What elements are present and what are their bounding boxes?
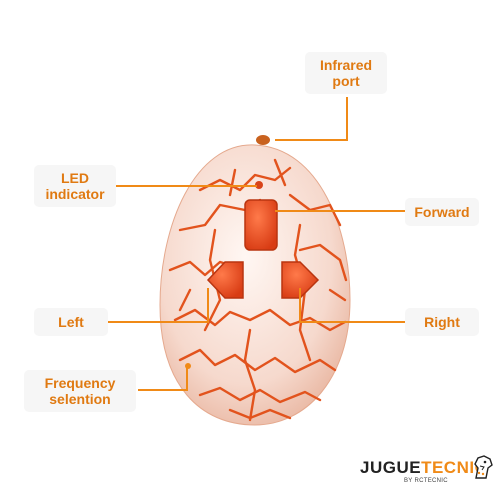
forward-connector-h bbox=[275, 210, 405, 212]
infrared-connector-h bbox=[275, 139, 348, 141]
infrared-connector-v bbox=[346, 97, 348, 141]
brand-subtitle: BY RCTECNIC bbox=[404, 478, 448, 484]
label-frequency-selection-text: Frequency selention bbox=[44, 375, 116, 407]
label-left: Left bbox=[34, 308, 108, 336]
label-forward-text: Forward bbox=[414, 204, 470, 220]
label-led-indicator-text: LED indicator bbox=[45, 170, 105, 202]
right-button[interactable] bbox=[281, 261, 320, 299]
label-right: Right bbox=[405, 308, 479, 336]
label-led-indicator: LED indicator bbox=[34, 165, 116, 207]
led-connector-h bbox=[112, 185, 257, 187]
left-button[interactable] bbox=[206, 261, 244, 299]
forward-button[interactable] bbox=[244, 199, 278, 251]
brand-part2: TECNIC bbox=[421, 458, 488, 477]
label-left-text: Left bbox=[58, 314, 84, 330]
label-infrared-port: Infrared port bbox=[305, 52, 387, 94]
dinosaur-head-icon bbox=[474, 455, 493, 479]
infrared-port bbox=[256, 135, 270, 145]
frequency-switch bbox=[185, 363, 191, 369]
left-connector-h bbox=[108, 321, 208, 323]
right-connector-h bbox=[299, 321, 406, 323]
right-connector-v bbox=[299, 288, 301, 323]
brand-part1: JUGUE bbox=[360, 458, 422, 477]
brand-wordmark: JUGUETECNIC bbox=[360, 458, 487, 478]
label-frequency-selection: Frequency selention bbox=[24, 370, 136, 412]
egg-body bbox=[159, 144, 351, 426]
label-forward: Forward bbox=[405, 198, 479, 226]
led-indicator bbox=[255, 181, 263, 189]
left-connector-v bbox=[207, 288, 209, 323]
frequency-connector-v bbox=[186, 368, 188, 390]
brand-logo: JUGUETECNIC BY RCTECNIC bbox=[360, 455, 493, 494]
label-right-text: Right bbox=[424, 314, 460, 330]
frequency-connector-h bbox=[138, 389, 188, 391]
label-infrared-port-text: Infrared port bbox=[319, 57, 373, 89]
